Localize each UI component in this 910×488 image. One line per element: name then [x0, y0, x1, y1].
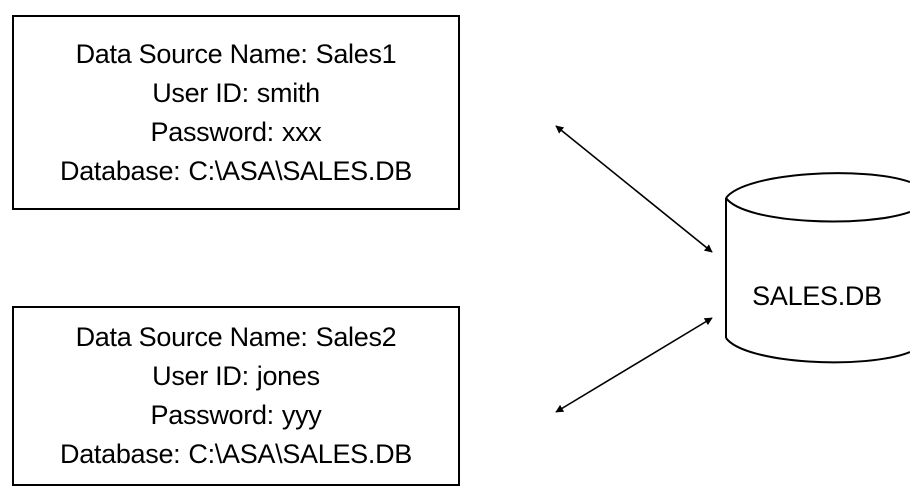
password-line: Password:yyy [151, 396, 322, 435]
user-id-line: User ID:jones [152, 357, 320, 396]
user-id-label: User ID: [152, 361, 249, 391]
password-label: Password: [150, 116, 275, 147]
dsn-value: Sales1 [315, 38, 397, 69]
user-id-label: User ID: [152, 77, 249, 108]
data-source-box-sales1: Data Source Name:Sales1 User ID:smith Pa… [12, 15, 460, 210]
dsn-line: Data Source Name:Sales2 [76, 318, 397, 357]
database-name-label: SALES.DB [752, 281, 882, 311]
dsn-label: Data Source Name: [75, 322, 308, 352]
database-label: Database: [60, 155, 181, 186]
database-value: C:\ASA\SALES.DB [188, 439, 412, 469]
database-value: C:\ASA\SALES.DB [188, 155, 412, 186]
dsn-label: Data Source Name: [75, 38, 308, 69]
database-line: Database:C:\ASA\SALES.DB [60, 435, 412, 474]
data-source-box-sales2: Data Source Name:Sales2 User ID:jones Pa… [12, 306, 460, 486]
database-cylinder-icon [725, 172, 910, 364]
user-id-value: smith [256, 77, 320, 108]
password-line: Password:xxx [151, 113, 322, 152]
connector-arrow-sales2 [555, 317, 713, 413]
dsn-value: Sales2 [315, 322, 397, 352]
user-id-line: User ID:smith [152, 74, 320, 113]
connector-arrow-sales1 [555, 125, 713, 253]
database-label: Database: [60, 439, 181, 469]
password-value: xxx [281, 116, 322, 147]
database-line: Database:C:\ASA\SALES.DB [60, 152, 412, 191]
user-id-value: jones [256, 361, 320, 391]
password-label: Password: [150, 400, 275, 430]
dsn-line: Data Source Name:Sales1 [76, 35, 397, 74]
password-value: yyy [281, 400, 322, 430]
